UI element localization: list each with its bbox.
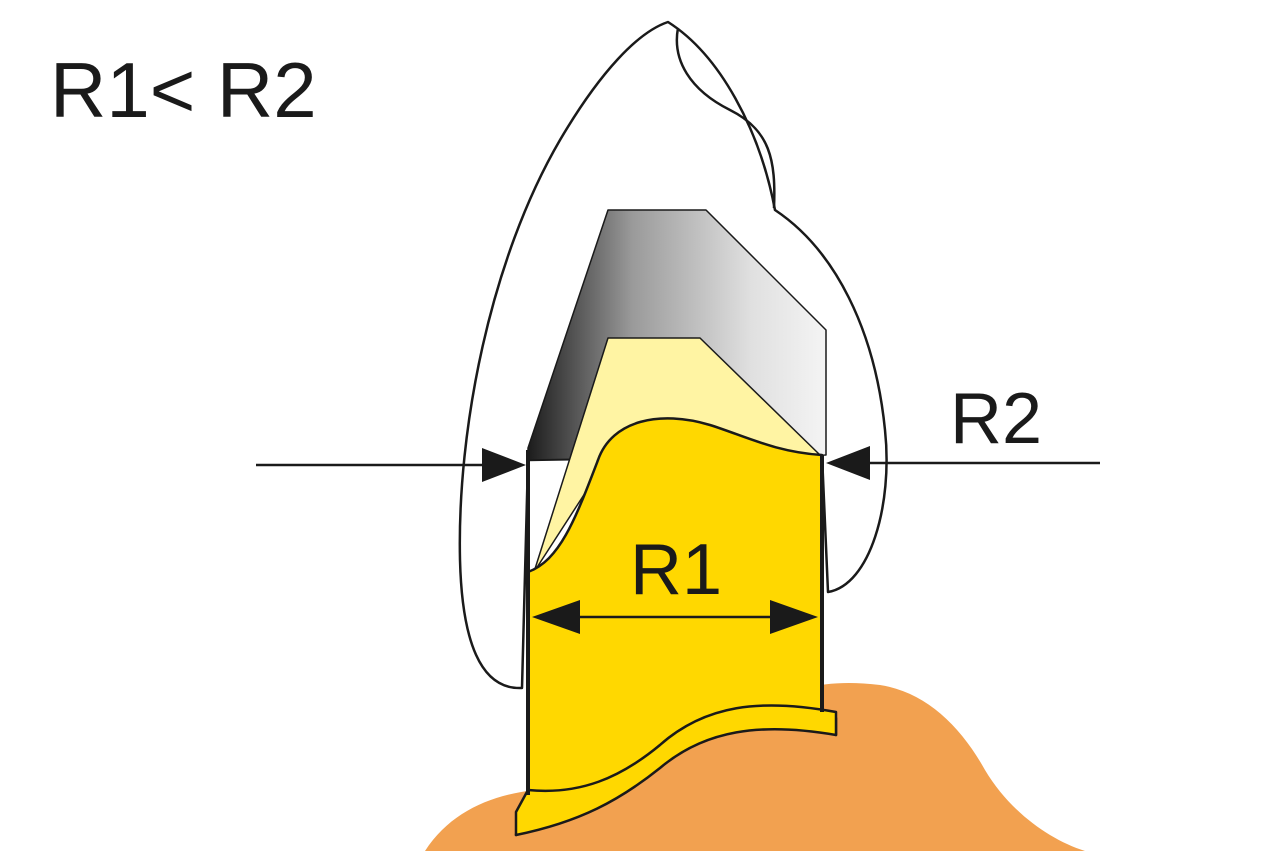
r2-label: R2 [950, 379, 1042, 459]
r2-left-arrow [256, 448, 526, 482]
heading-text: R1< R2 [50, 46, 317, 134]
r2-right-arrow [826, 446, 1100, 480]
r1-double-arrow [532, 600, 818, 634]
crown-ridge-line [675, 27, 776, 209]
abutment-flange [514, 704, 838, 837]
r1-label: R1 [630, 530, 722, 610]
